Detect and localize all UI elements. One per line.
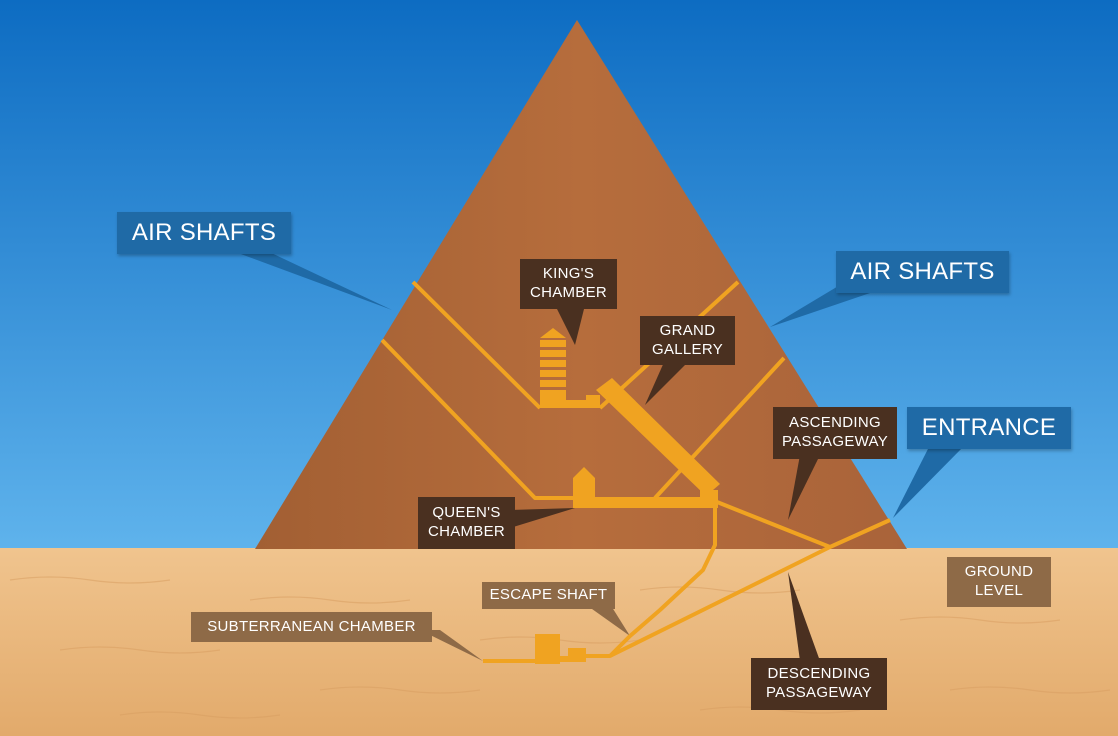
ground-level-label: GROUND LEVEL	[947, 557, 1051, 607]
north-air-shaft-queen	[380, 338, 575, 500]
ascending-passageway-pointer	[788, 455, 820, 520]
kings-passage-stub	[586, 395, 600, 408]
escape-shaft-pointer	[585, 604, 630, 636]
kings-chamber-layer-3	[540, 360, 566, 367]
entrance-pointer	[893, 445, 965, 518]
queens-chamber-roof	[573, 467, 595, 478]
kings-chamber-room	[540, 390, 566, 408]
grand-gallery-shape	[596, 378, 720, 496]
lower-passage-line	[711, 498, 831, 549]
south-air-shaft-queen	[653, 356, 786, 500]
descending-passageway-line	[583, 518, 891, 658]
grand-gallery-pointer	[645, 360, 690, 405]
subterranean-chamber-pointer	[420, 630, 483, 661]
queens-chamber-pointer	[510, 508, 575, 528]
air-shafts-left-label: AIR SHAFTS	[117, 212, 291, 254]
queens-passage	[573, 497, 718, 508]
kings-chamber-layer-1	[540, 340, 566, 347]
subterranean-side-room	[568, 648, 586, 662]
kings-chamber-label: KING'S CHAMBER	[520, 259, 617, 309]
entrance-label: ENTRANCE	[907, 407, 1071, 449]
kings-chamber-layer-2	[540, 350, 566, 357]
kings-chamber-layer-4	[540, 370, 566, 377]
queens-chamber-label: QUEEN'S CHAMBER	[418, 497, 515, 549]
air-shafts-right-pointer	[770, 285, 870, 327]
subterranean-chamber-room	[535, 634, 560, 664]
air-shafts-left-pointer	[230, 250, 392, 310]
callout-pointers	[230, 250, 965, 661]
grand-gallery-label: GRAND GALLERY	[640, 316, 735, 365]
escape-shaft-line	[608, 505, 717, 658]
descending-passageway-label: DESCENDING PASSAGEWAY	[751, 658, 887, 710]
passages	[380, 280, 891, 663]
kings-chamber-pointer	[555, 305, 585, 345]
subterranean-chamber-label: SUBTERRANEAN CHAMBER	[191, 612, 432, 642]
ascending-passageway-label: ASCENDING PASSAGEWAY	[773, 407, 897, 459]
descending-passageway-pointer	[788, 572, 820, 661]
subterranean-connector	[560, 656, 570, 662]
escape-shaft-label: ESCAPE SHAFT	[482, 582, 615, 609]
kings-antechamber	[566, 400, 586, 408]
kings-chamber-layer-5	[540, 380, 566, 387]
subterranean-chamber-block	[535, 634, 586, 664]
sand-ripples	[9, 576, 1111, 719]
kings-chamber-roof	[540, 328, 566, 338]
ascending-passage-lower	[700, 490, 718, 504]
air-shafts-right-label: AIR SHAFTS	[836, 251, 1009, 293]
queens-chamber-block	[573, 467, 718, 508]
north-air-shaft-king	[411, 280, 542, 410]
kings-chamber-block	[540, 328, 600, 408]
